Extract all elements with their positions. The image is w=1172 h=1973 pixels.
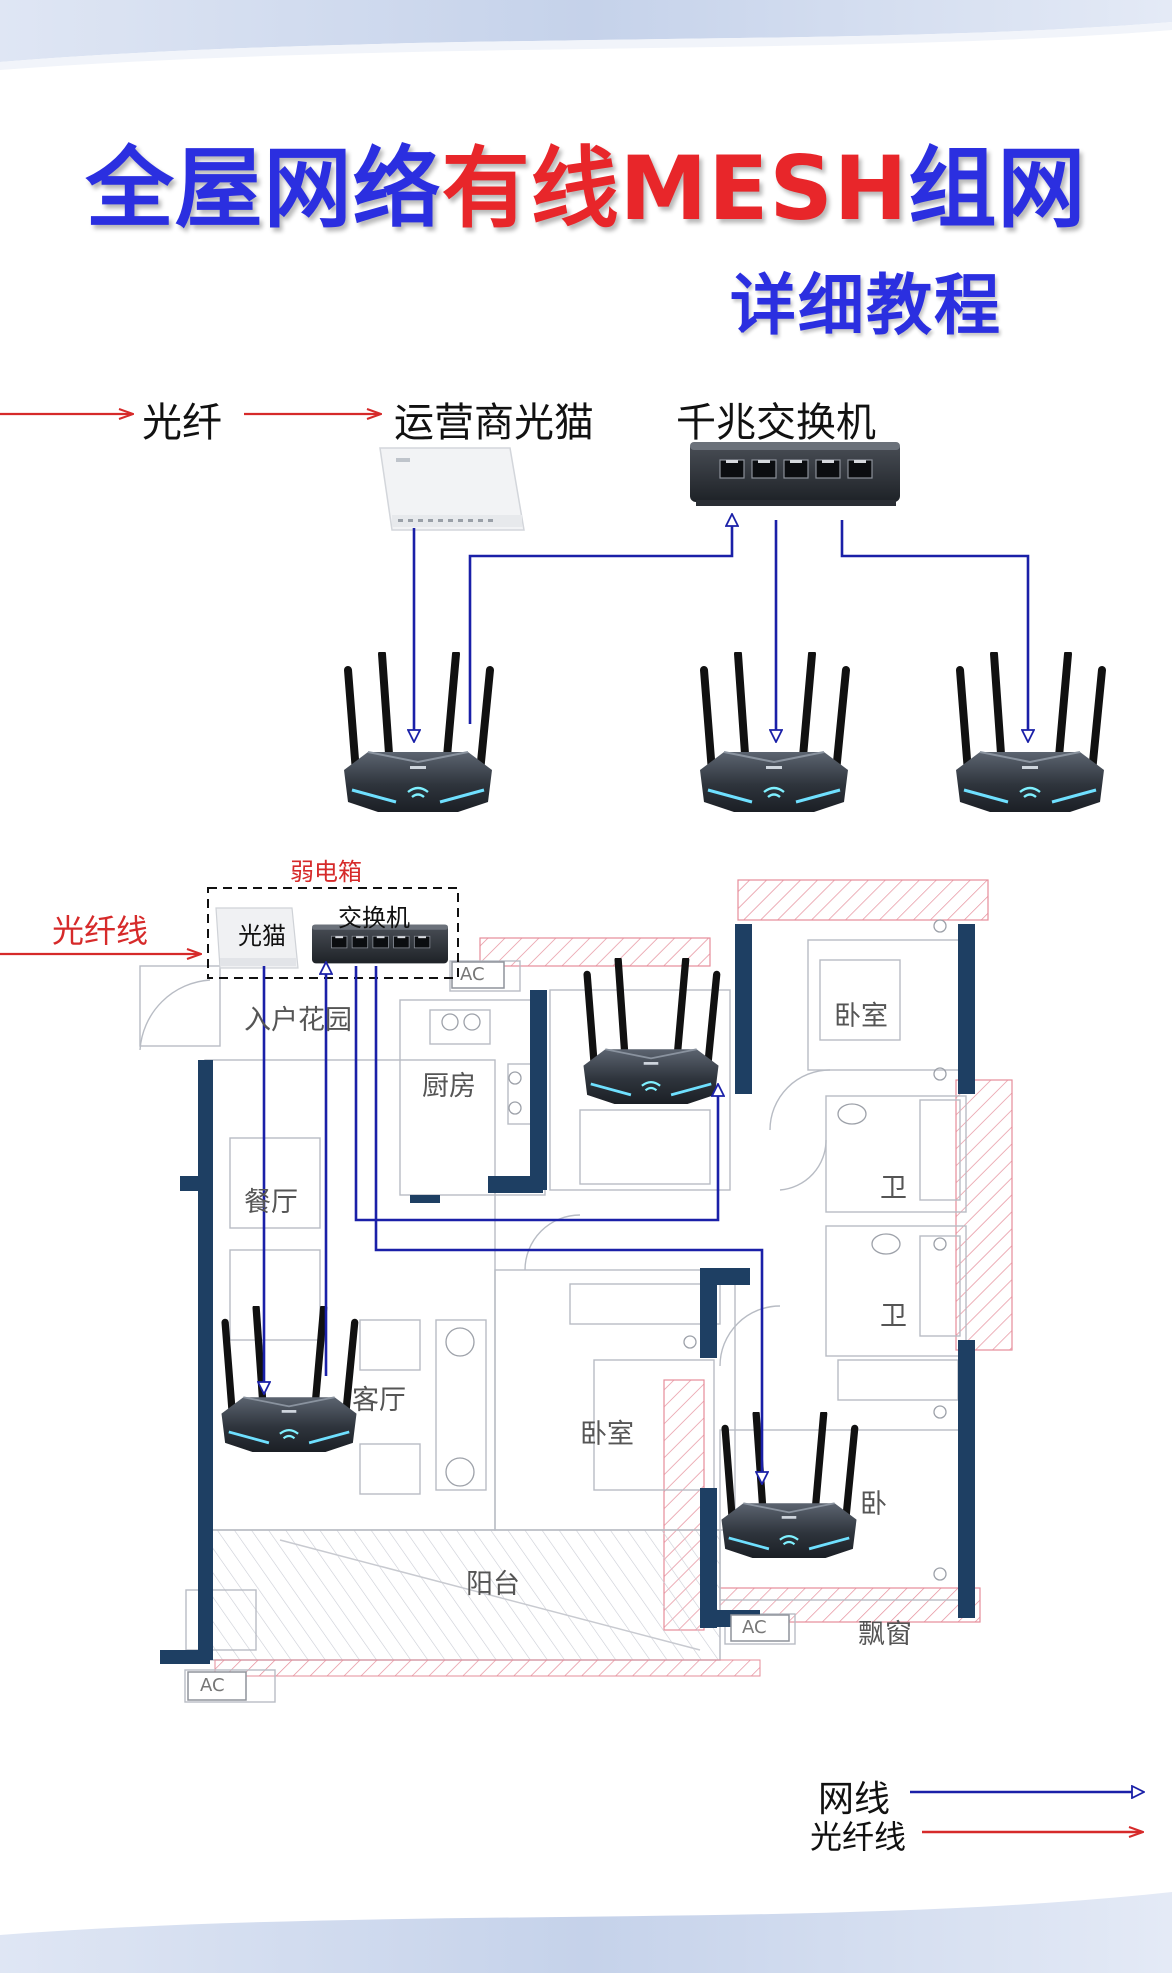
top-decor-band xyxy=(0,0,1172,70)
room-bedroom-top: 卧室 xyxy=(834,1001,888,1032)
room-balcony: 阳台 xyxy=(466,1569,520,1600)
room-bath-1: 卫 xyxy=(880,1173,907,1204)
label-weak-box: 弱电箱 xyxy=(290,858,362,886)
ac-badge-3: AC xyxy=(200,1675,225,1696)
legend-fiber-label: 光纤线 xyxy=(810,1818,907,1856)
ac-badge-1: AC xyxy=(460,964,485,985)
label-gigabit-switch: 千兆交换机 xyxy=(676,400,876,446)
router-bedroom xyxy=(721,1414,856,1558)
weak-current-box xyxy=(207,887,459,979)
page-title: 全屋网络有线MESH组网 xyxy=(0,118,1172,245)
router-top-mid xyxy=(700,654,848,812)
router-kitchen xyxy=(583,960,718,1104)
label-isp-modem: 运营商光猫 xyxy=(394,400,594,446)
label-box-modem: 光猫 xyxy=(238,922,286,950)
legend-ethernet-label: 网线 xyxy=(818,1779,891,1820)
label-fiber-line: 光纤线 xyxy=(52,912,149,950)
optical-modem-icon xyxy=(379,447,525,531)
title-part-1: 全屋网络 xyxy=(85,137,442,240)
room-dining: 餐厅 xyxy=(244,1187,298,1218)
room-bath-2: 卫 xyxy=(880,1301,907,1332)
label-box-switch: 交换机 xyxy=(338,904,410,932)
room-kitchen: 厨房 xyxy=(422,1071,476,1102)
label-fiber: 光纤 xyxy=(142,400,222,446)
room-bay-window: 飘窗 xyxy=(858,1619,912,1650)
room-bedroom-mid: 卧室 xyxy=(580,1419,634,1450)
network-switch-icon xyxy=(690,442,900,506)
title-part-3: 组网 xyxy=(908,137,1087,240)
room-garden: 入户花园 xyxy=(244,1005,352,1036)
room-living: 客厅 xyxy=(352,1385,406,1416)
floor-plan xyxy=(139,879,1013,1703)
ethernet-cables-floor xyxy=(264,966,762,1478)
title-part-2: 有线MESH xyxy=(441,137,909,240)
ac-badge-2: AC xyxy=(742,1617,767,1638)
ethernet-cables-top xyxy=(414,520,1028,736)
router-living xyxy=(221,1308,356,1452)
box-modem-icon xyxy=(215,907,299,969)
room-bedroom-low: 卧 xyxy=(860,1489,887,1520)
bottom-decor-band xyxy=(0,1892,1172,1973)
page-subtitle: 详细教程 xyxy=(730,267,1002,344)
router-top-right xyxy=(956,654,1104,812)
